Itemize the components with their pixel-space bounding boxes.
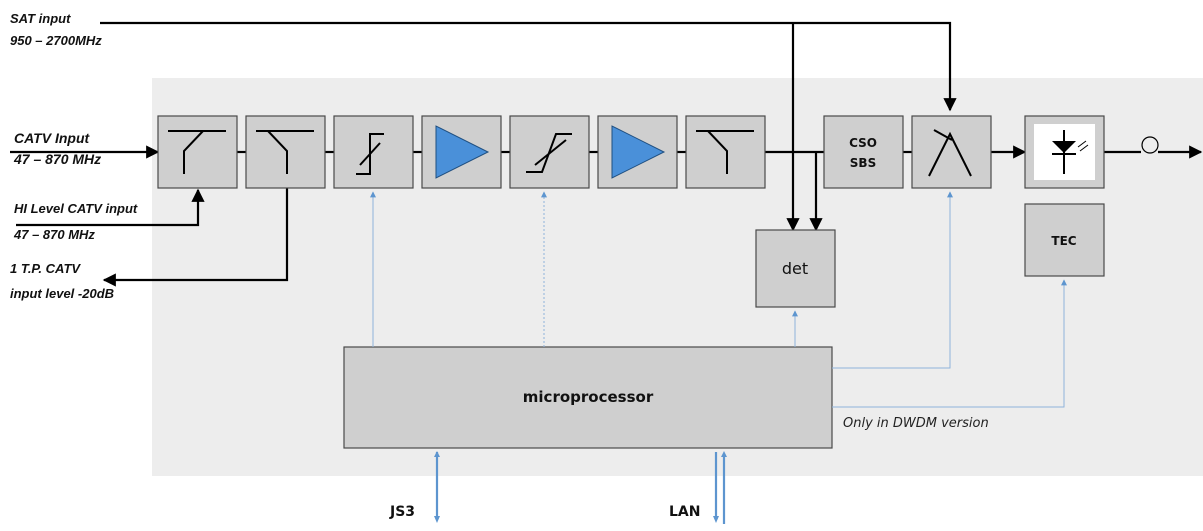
microprocessor-block: microprocessor [343,346,833,449]
diplexer-filter-block-2 [245,115,326,189]
laser-block [1024,115,1105,189]
amplifier-icon [435,125,490,179]
sat-freq-label: 950 – 2700MHz [10,33,102,48]
det-label: det [782,259,808,278]
optical-connector-icon [1141,136,1159,154]
test-point-level-label: input level -20dB [10,286,114,301]
js3-label: JS3 [389,504,415,520]
sbs-label: SBS [850,156,876,170]
hi-level-input-line [16,188,205,227]
js3-bus-arrow-up [434,451,440,457]
sat-input-line [100,21,957,112]
coupler-block [911,115,992,189]
equalizer-block [333,115,414,189]
amplifier-block-1 [421,115,502,189]
test-point-line [102,188,289,287]
tec-label: TEC [1051,234,1076,248]
test-point-label: 1 T.P. CATV [10,261,81,276]
lan-bus-arrow-up [721,451,727,457]
catv-freq-label: 47 – 870 MHz [13,151,101,167]
hi-level-freq-label: 47 – 870 MHz [13,227,95,242]
cso-sbs-block: CSO SBS [823,115,904,189]
js3-bus-arrow-down [434,516,440,523]
lan-label: LAN [669,504,700,520]
ctl-line-tec [832,279,1067,408]
lan-bus-arrow-down [713,516,719,523]
tec-block: TEC [1024,203,1105,277]
amplifier-icon [611,125,666,179]
dwdm-note: Only in DWDM version [843,416,989,431]
amplifier-block-2 [597,115,678,189]
cso-label: CSO [849,136,877,150]
ctl-line-coupler [832,191,953,369]
lowpass-filter-block [685,115,766,189]
catv-input-label: CATV Input [14,130,91,146]
slope-control-block [509,115,590,189]
det-block: det [755,229,836,308]
laser-diode-icon [1052,141,1076,153]
hi-level-input-label: HI Level CATV input [14,201,138,216]
diplexer-filter-block-1 [157,115,238,189]
microprocessor-label: microprocessor [523,388,654,406]
sat-input-label: SAT input [10,11,71,26]
